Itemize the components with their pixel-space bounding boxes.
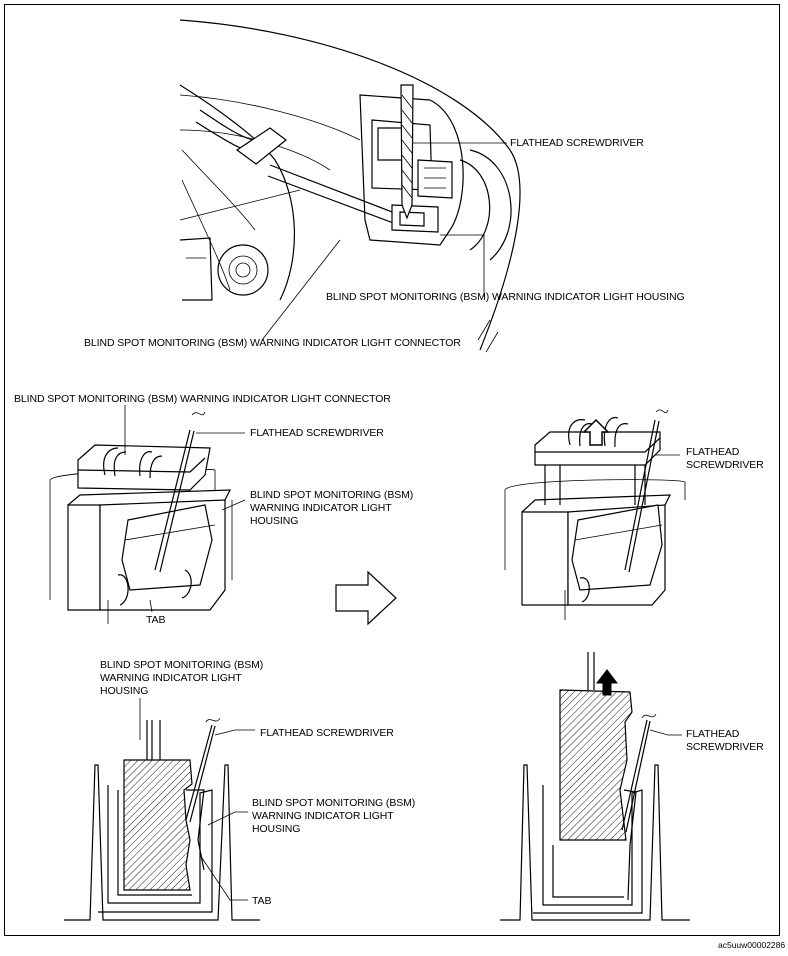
label-top-housing: BLIND SPOT MONITORING (BSM) WARNING INDI… xyxy=(326,291,685,303)
mirror-housing-drawing xyxy=(179,19,521,353)
label-top-connector: BLIND SPOT MONITORING (BSM) WARNING INDI… xyxy=(84,337,461,349)
figure-border xyxy=(4,4,780,936)
label-top-screwdriver: FLATHEAD SCREWDRIVER xyxy=(510,137,644,149)
figure-reference-code: ac5uuw00002286 xyxy=(718,940,786,950)
panel-top-mirror-view: FLATHEAD SCREWDRIVER BLIND SPOT MONITORI… xyxy=(0,0,788,360)
